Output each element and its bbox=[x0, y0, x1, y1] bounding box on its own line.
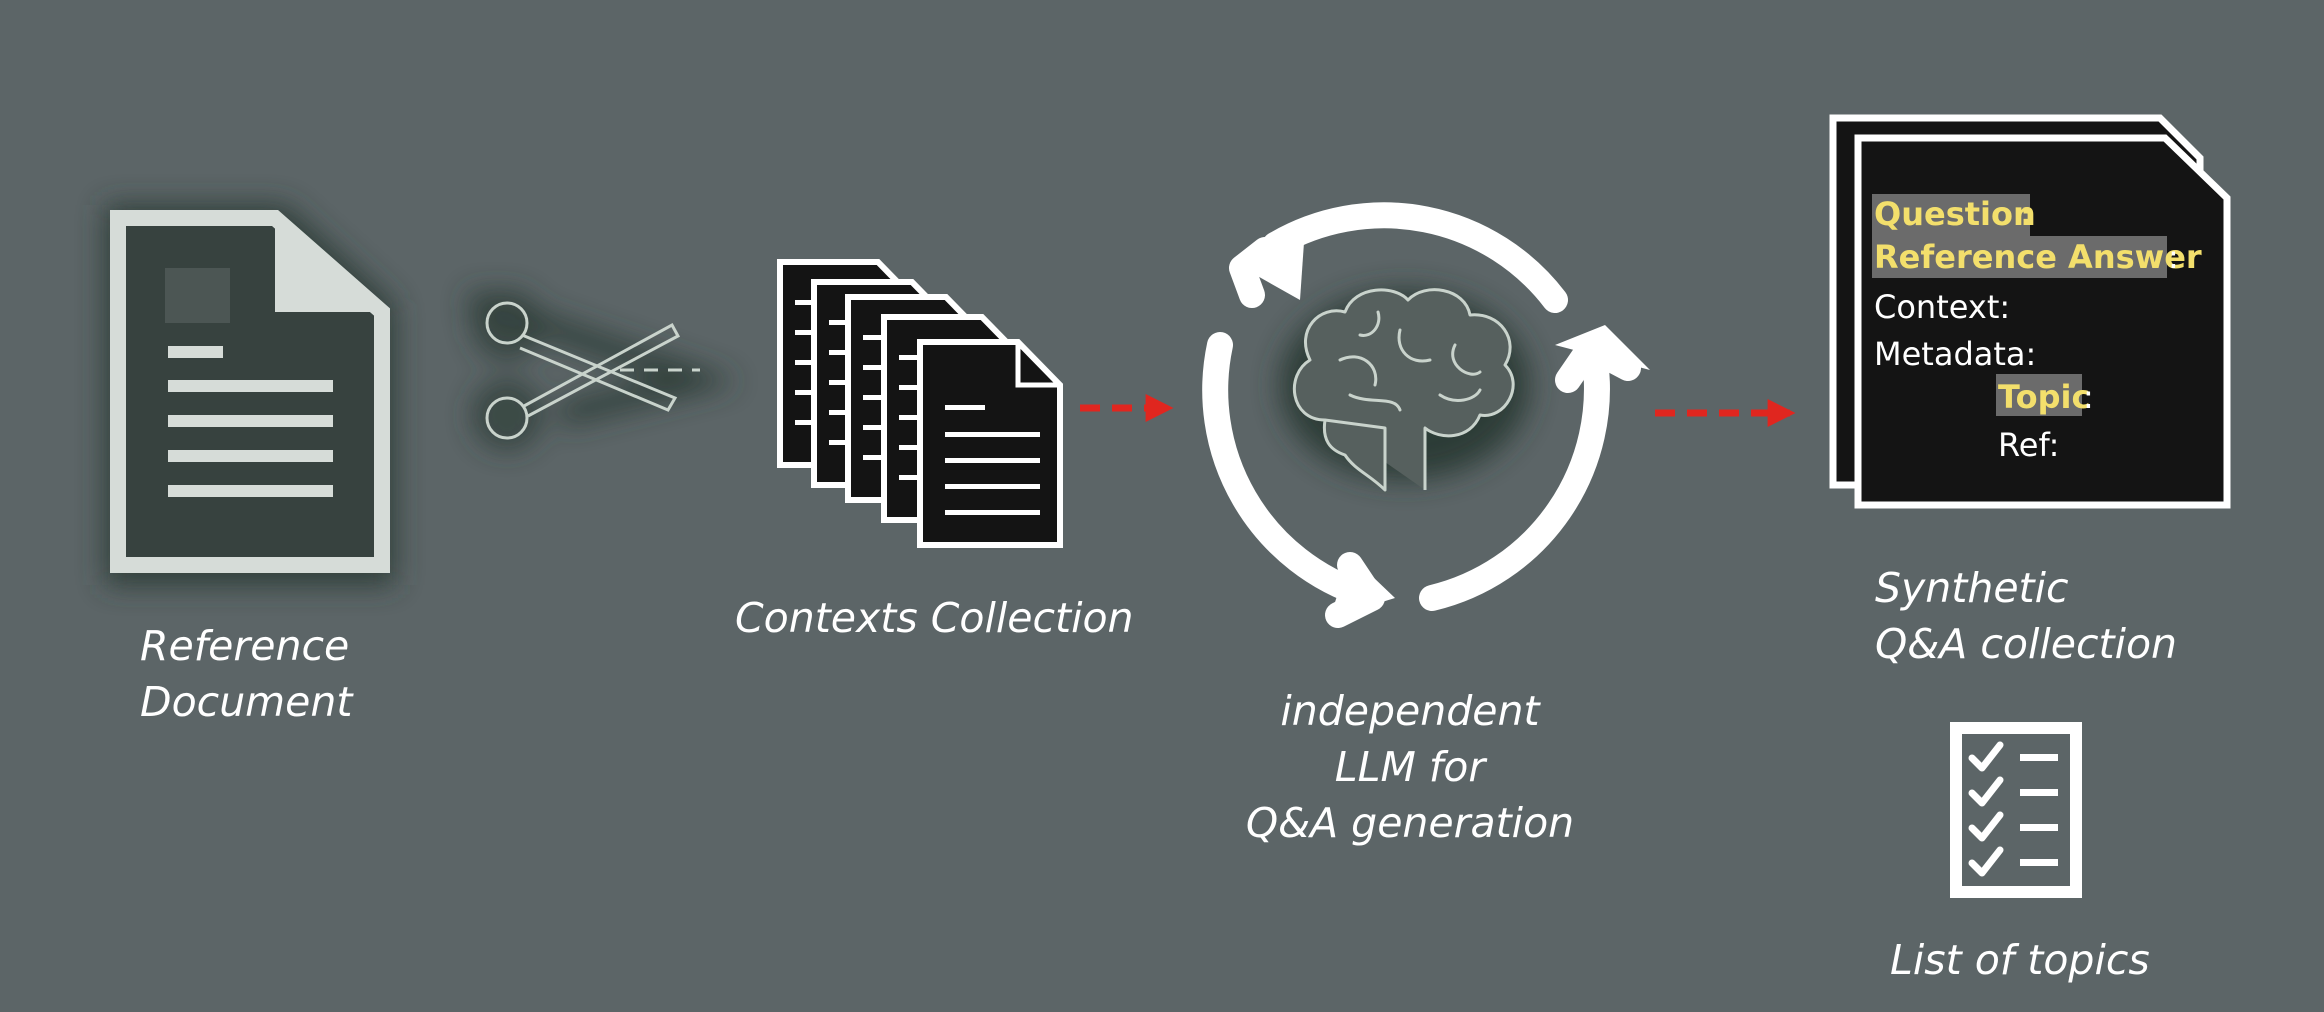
document-stack-icon bbox=[777, 259, 1063, 548]
llm-caption: independent LLM for Q&A generation bbox=[1245, 687, 1575, 847]
card-reference-answer-label: Reference Answer bbox=[1874, 238, 2202, 276]
document-icon bbox=[105, 205, 395, 585]
brain-icon bbox=[1280, 288, 1530, 492]
card-metadata-label: Metadata: bbox=[1874, 335, 2036, 373]
synthetic-qa-caption: Synthetic Q&A collection bbox=[1875, 564, 2178, 668]
qa-card-icon: Question : Reference Answer : Context: M… bbox=[1829, 114, 2231, 509]
cycle-arrowheads bbox=[1238, 228, 1650, 618]
card-ref-label: Ref: bbox=[1998, 426, 2059, 464]
reference-document-caption: Reference Document bbox=[140, 622, 353, 726]
checklist-icon bbox=[1950, 722, 2082, 898]
scissors-icon bbox=[466, 289, 739, 448]
topics-list-caption: List of topics bbox=[1890, 936, 2150, 984]
card-question-colon: : bbox=[2020, 195, 2033, 233]
card-reference-answer-colon: : bbox=[2168, 238, 2179, 276]
card-question-label: Question bbox=[1874, 195, 2036, 233]
card-context-label: Context: bbox=[1874, 288, 2010, 326]
card-topic-label: Topic bbox=[1998, 378, 2090, 416]
contexts-collection-caption: Contexts Collection bbox=[735, 594, 1134, 642]
card-topic-colon: : bbox=[2083, 378, 2094, 416]
